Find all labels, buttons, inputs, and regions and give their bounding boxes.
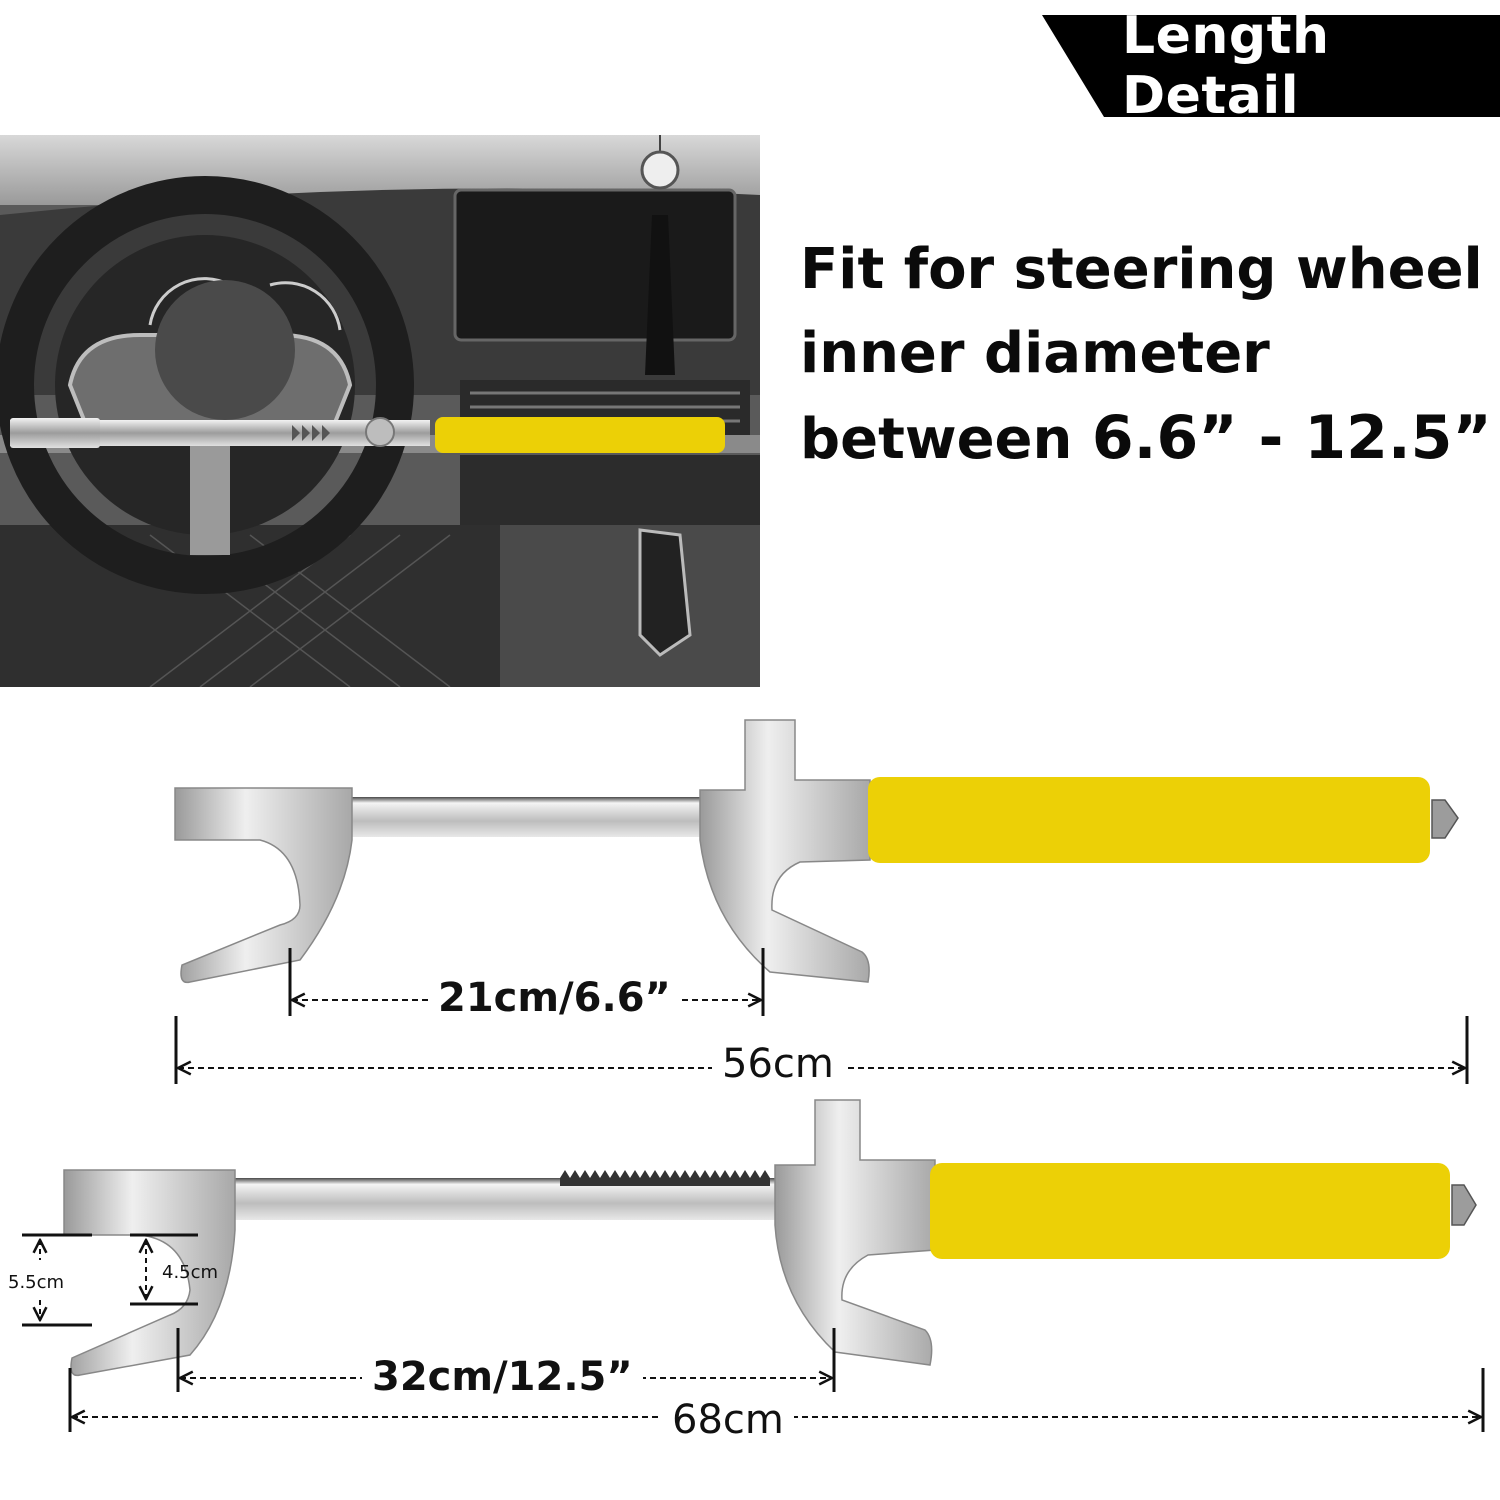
min-diameter: 6.6” — [1091, 403, 1238, 473]
headline-line-2: inner diameter — [800, 321, 1270, 386]
range-separator: - — [1237, 403, 1305, 473]
car-interior-photo — [0, 135, 760, 687]
total-length-label: 56cm — [712, 1042, 844, 1086]
total-length-label: 68cm — [662, 1398, 794, 1442]
headline-line-3: between 6.6” - 12.5” — [800, 396, 1492, 482]
yellow-handle — [868, 777, 1430, 863]
inner-span-label: 32cm/12.5” — [362, 1355, 643, 1399]
headline-line-1: Fit for steering wheel — [800, 237, 1483, 302]
lock-long-diagram: 5.5cm 4.5cm 32cm/12.5” 68cm — [0, 1090, 1500, 1500]
hook-outer-height-label: 5.5cm — [8, 1272, 65, 1293]
photo-yellow-handle — [435, 417, 725, 453]
banner-shape — [1042, 15, 1500, 117]
banner-title: Length Detail — [1122, 6, 1330, 126]
length-detail-banner: Length Detail — [1042, 6, 1500, 126]
yellow-handle — [930, 1163, 1450, 1259]
headline-line-3-prefix: between — [800, 407, 1092, 472]
fit-description: Fit for steering wheel inner diameter be… — [800, 228, 1492, 482]
inner-span-label: 21cm/6.6” — [428, 976, 681, 1020]
hook-inner-height-label: 4.5cm — [162, 1262, 219, 1283]
lock-short-diagram: 21cm/6.6” 56cm — [0, 700, 1500, 1100]
max-diameter: 12.5” — [1304, 403, 1492, 473]
